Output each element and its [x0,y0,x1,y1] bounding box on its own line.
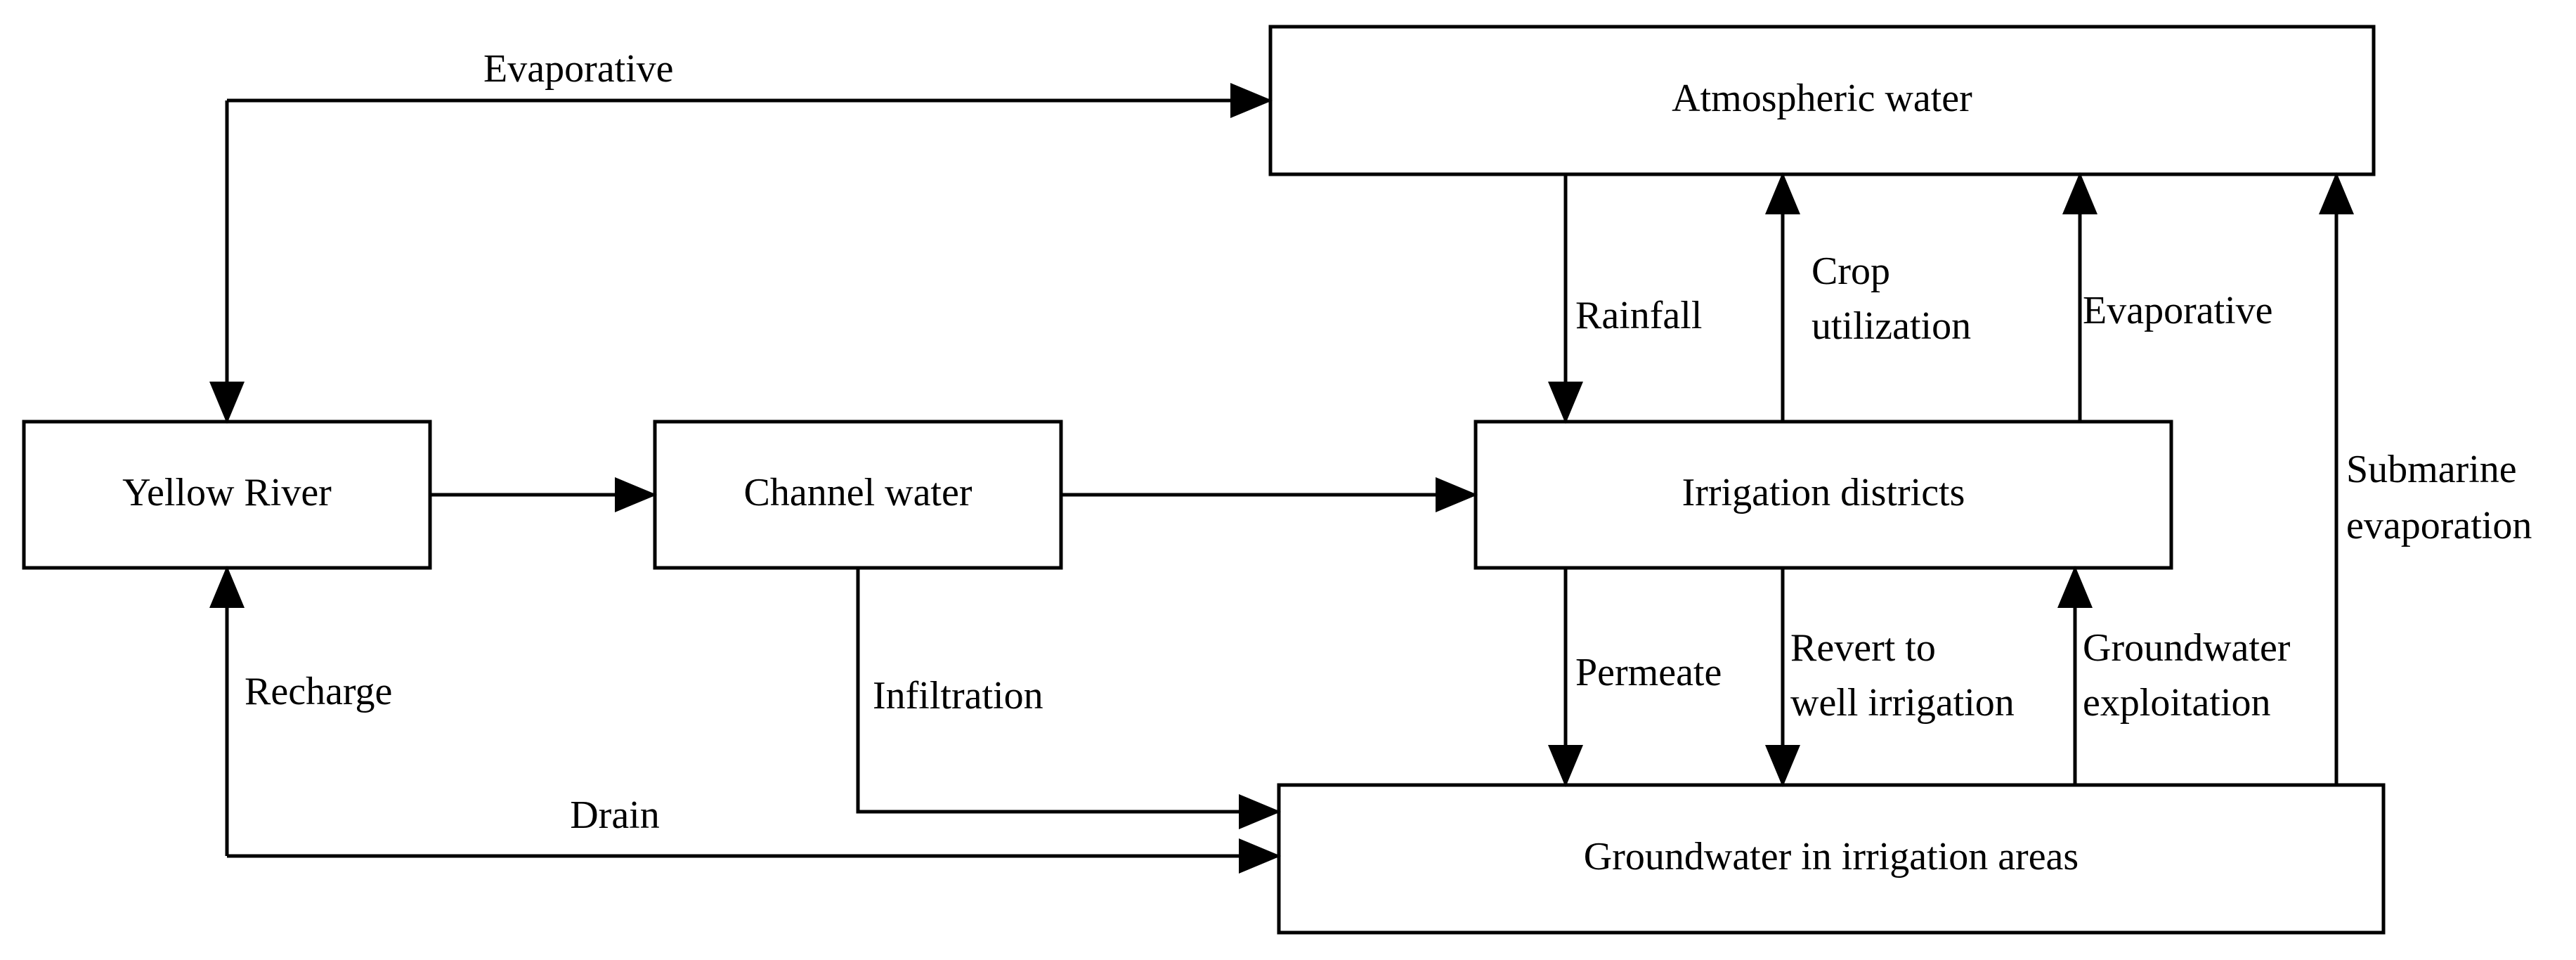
atmospheric-water-label: Atmospheric water [1672,77,1972,120]
recharge-label: Recharge [245,670,392,713]
irrigation-districts-box: Irrigation districts [1474,420,2173,570]
crop-utilization-label-2: utilization [1811,304,1971,348]
evaporative-top-label: Evaporative [483,47,674,91]
channel-water-label: Channel water [744,471,972,514]
crop-utilization-label-1: Crop [1811,249,1890,293]
groundwater-box: Groundwater in irrigation areas [1277,783,2386,935]
yellow-river-label: Yellow River [122,471,332,514]
rainfall-label: Rainfall [1575,294,1702,337]
permeate-label: Permeate [1575,651,1722,694]
groundwater-label: Groundwater in irrigation areas [1584,835,2079,878]
yellow-river-box: Yellow River [22,420,432,570]
groundwater-exploitation-label-1: Groundwater [2083,626,2291,670]
drain-label: Drain [570,793,660,837]
channel-water-box: Channel water [653,420,1063,570]
submarine-label-1: Submarine [2346,448,2517,491]
irrigation-districts-label: Irrigation districts [1682,471,1965,514]
groundwater-exploitation-label-2: exploitation [2083,681,2271,725]
evaporative-mid-label: Evaporative [2083,289,2273,332]
revert-label-2: well irrigation [1790,681,2015,725]
infiltration-label: Infiltration [873,674,1043,718]
atmospheric-water-box: Atmospheric water [1268,25,2376,176]
submarine-label-2: evaporation [2346,504,2532,547]
revert-label-1: Revert to [1790,626,1936,670]
infiltration-arrow [856,568,1281,829]
